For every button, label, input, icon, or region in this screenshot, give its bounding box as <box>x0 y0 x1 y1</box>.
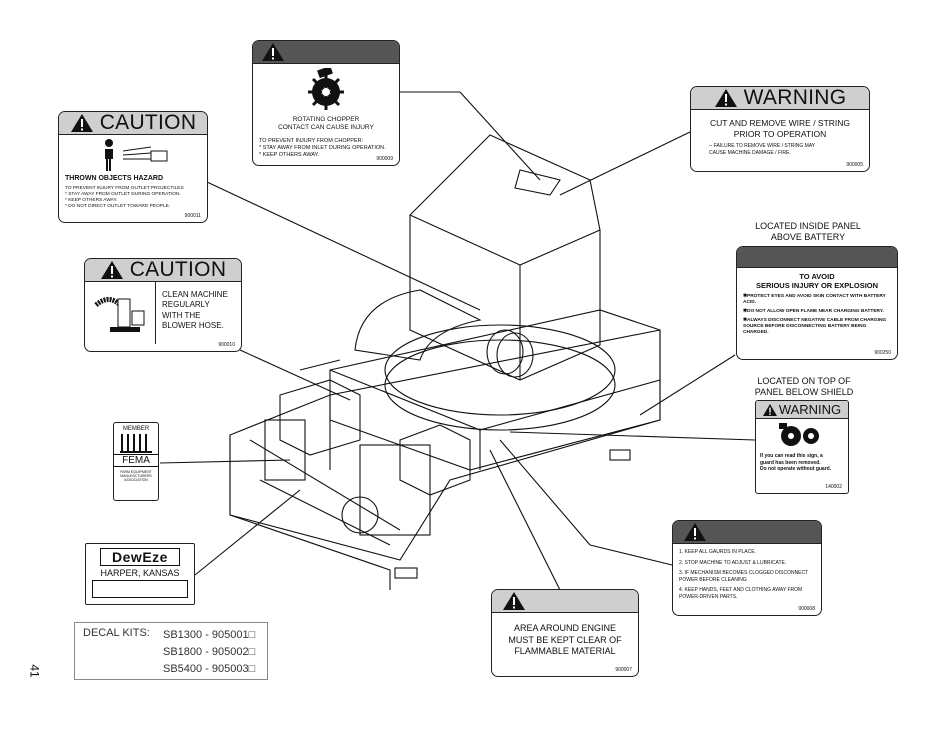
decal-header <box>492 590 638 613</box>
thrown-instructions: TO PREVENT INJURY FROM OUTLET PROJECTILE… <box>65 185 184 209</box>
battery-location-label: LOCATED INSIDE PANEL ABOVE BATTERY <box>755 221 861 242</box>
warning-word: WARNING <box>778 402 842 417</box>
decal-code: 900005 <box>846 162 863 168</box>
kit-item: SB1800 - 905002□ <box>163 646 256 658</box>
guard-text: If you can read this sign, a guard has b… <box>760 453 832 472</box>
deweze-logo: DewEze <box>100 548 180 566</box>
decal-code: 900008 <box>798 606 815 612</box>
area-around-engine-decal: AREA AROUND ENGINE MUST BE KEPT CLEAR OF… <box>491 589 639 677</box>
fema-member-label: MEMBER <box>122 426 150 432</box>
decal-header: CAUTION <box>85 259 241 282</box>
decal-code: 900007 <box>615 667 632 673</box>
warning-triangle-icon <box>714 88 738 108</box>
warning-triangle-icon <box>100 260 124 280</box>
caution-word: CAUTION <box>99 111 197 134</box>
battery-instructions: ✱PROTECT EYES AND AVOID SKIN CONTACT WIT… <box>743 293 887 335</box>
blower-hose-icon <box>85 282 156 344</box>
gears-icon <box>756 419 848 453</box>
guard-location-label: LOCATED ON TOP OF PANEL BELOW SHIELD <box>754 376 854 397</box>
decal-code: 900011 <box>184 213 201 219</box>
decal-kits-label: DECAL KITS: <box>83 627 150 639</box>
thrown-title: THROWN OBJECTS HAZARD <box>65 175 163 182</box>
warning-triangle-icon <box>762 403 777 416</box>
engine-text: AREA AROUND ENGINE MUST BE KEPT CLEAR OF… <box>508 623 622 657</box>
warning-triangle-icon <box>261 42 285 62</box>
decal-header: WARNING <box>756 401 848 419</box>
warning-guard-decal: WARNING If you can read this sign, a gua… <box>755 400 849 494</box>
general-safety-decal: 1. KEEP ALL GAURDS IN PLACE. 2. STOP MAC… <box>672 520 822 616</box>
decal-header <box>737 247 897 268</box>
decal-header: WARNING <box>691 87 869 110</box>
caution-word: CAUTION <box>129 258 227 281</box>
fema-logo-icon <box>114 432 158 454</box>
kit-item: SB5400 - 905003□ <box>163 663 256 675</box>
decal-code: 900010 <box>218 342 235 348</box>
page-number: 41 <box>27 664 42 678</box>
kit-item: SB1300 - 905001□ <box>163 629 256 641</box>
decal-code: 900250 <box>874 350 891 356</box>
deweze-city: HARPER, KANSAS <box>100 568 180 578</box>
deweze-blank-box <box>92 580 188 598</box>
decal-code: 140002 <box>825 484 842 490</box>
decal-header <box>253 41 399 64</box>
decal-code: 900009 <box>376 156 393 162</box>
caution-thrown-objects-decal: CAUTION THROWN OBJECTS HAZARD TO PREVENT… <box>58 111 208 223</box>
clean-text: CLEAN MACHINE REGULARLY WITH THE BLOWER … <box>162 290 228 331</box>
thrown-objects-icon <box>59 135 207 175</box>
chopper-icon <box>253 64 399 116</box>
deweze-plate: DewEze HARPER, KANSAS <box>85 543 195 605</box>
decal-header: CAUTION <box>59 112 207 135</box>
warning-triangle-icon <box>70 113 94 133</box>
fema-member-decal: MEMBER FEMA FARM EQUIPMENT MANUFACTURERS… <box>113 422 159 501</box>
fema-subtitle: FARM EQUIPMENT MANUFACTURERS ASSOCIATION <box>120 470 152 483</box>
warning-triangle-icon <box>683 522 707 542</box>
decal-kits-box: DECAL KITS: SB1300 - 905001□ SB1800 - 90… <box>74 622 268 680</box>
chopper-instructions: TO PREVENT INJURY FROM CHOPPER: * STAY A… <box>259 138 386 158</box>
warning-triangle-icon <box>502 591 526 611</box>
fema-name: FEMA <box>114 454 158 467</box>
decal-header <box>673 521 821 544</box>
caution-clean-machine-decal: CAUTION CLEAN MACHINE REGULARLY WITH THE… <box>84 258 242 352</box>
general-instructions: 1. KEEP ALL GAURDS IN PLACE. 2. STOP MAC… <box>679 549 809 600</box>
decal-kits-list: SB1300 - 905001□ SB1800 - 905002□ SB5400… <box>163 627 255 678</box>
warning-word: WARNING <box>743 86 847 109</box>
